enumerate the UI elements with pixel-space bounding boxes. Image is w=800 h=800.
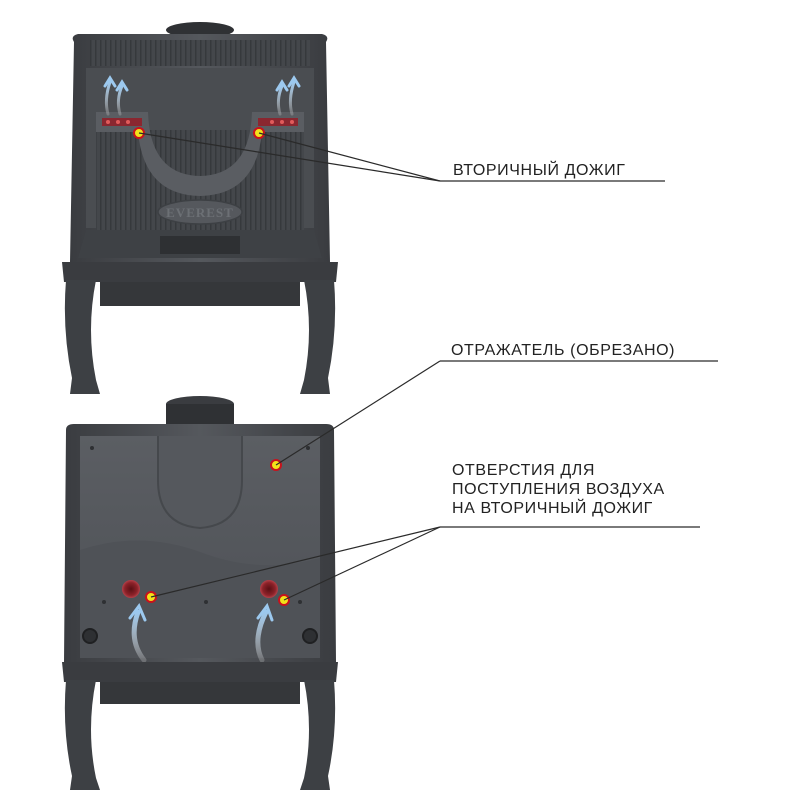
air-intake-arrow-left: [128, 603, 147, 663]
logo-text: EVEREST: [166, 205, 234, 220]
air-flow-arrows-right: [275, 75, 301, 116]
air-hole-left: [122, 580, 140, 598]
leg-right: [300, 280, 336, 394]
stove-top-front-view: EVEREST: [62, 22, 338, 394]
leader-secondary-left: [138, 132, 441, 182]
label-reflector: ОТРАЖАТЕЛЬ (ОБРЕЗАНО): [451, 342, 676, 359]
logo-plate: [157, 199, 243, 225]
air-flow-arrows-left: [103, 75, 129, 116]
rear-base: [62, 662, 338, 682]
leader-holes-right: [283, 526, 441, 601]
rear-bolt-left: [82, 628, 98, 644]
label-air-holes-line-1: ОТВЕРСТИЯ ДЛЯ: [452, 462, 596, 479]
leader-secondary-right: [258, 132, 441, 182]
label-air-holes-line-3: НА ВТОРИЧНЫЙ ДОЖИГ: [452, 500, 653, 517]
leg-left: [64, 280, 100, 394]
stove-base: [62, 262, 338, 282]
deflector-plate: [96, 112, 304, 196]
air-hole-right: [260, 580, 278, 598]
rear-leg-right: [300, 680, 336, 790]
label-air-holes: ОТВЕРСТИЯ ДЛЯ ПОСТУПЛЕНИЯ ВОЗДУХА НА ВТО…: [452, 461, 665, 518]
leader-holes-left: [150, 526, 441, 598]
label-air-holes-line-2: ПОСТУПЛЕНИЯ ВОЗДУХА: [452, 481, 665, 498]
rear-drawer: [100, 682, 300, 704]
air-intake-arrow-right: [255, 602, 274, 663]
ash-handle: [160, 236, 240, 254]
reflector-cutout: [157, 436, 243, 530]
ash-drawer: [100, 282, 300, 306]
secondary-burn-strip-left: [102, 118, 142, 126]
top-grill: [90, 40, 310, 66]
rear-bolt-right: [302, 628, 318, 644]
stove-bottom-rear-view: [62, 396, 338, 790]
rear-flue: [166, 404, 234, 426]
rear-leg-left: [64, 680, 100, 790]
label-secondary-burn: ВТОРИЧНЫЙ ДОЖИГ: [453, 162, 626, 179]
leader-lines: [138, 132, 718, 601]
secondary-burn-strip-right: [258, 118, 298, 126]
leader-reflector: [275, 360, 441, 466]
